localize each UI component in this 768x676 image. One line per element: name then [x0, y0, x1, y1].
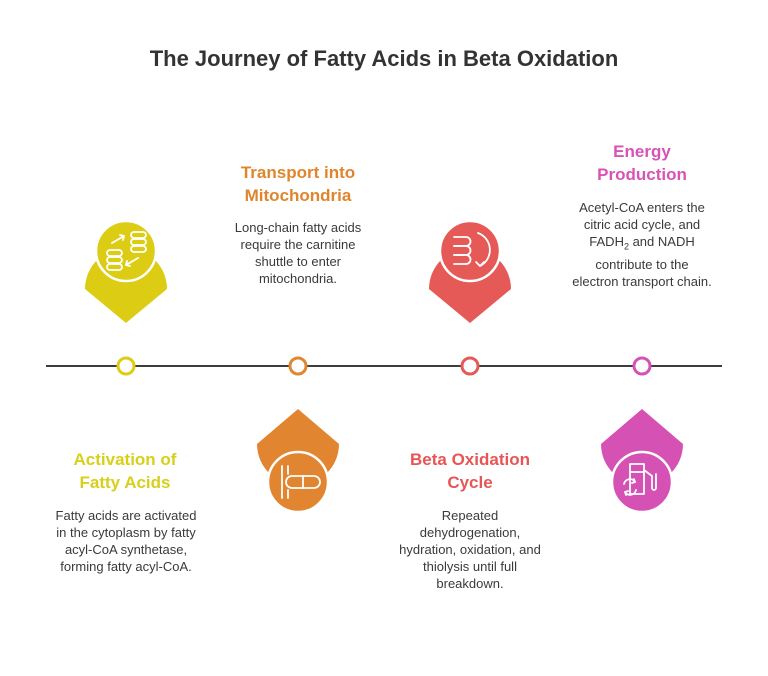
fadh-text: FADH [589, 234, 624, 249]
desc-line: acyl-CoA synthetase, [64, 542, 188, 557]
desc-line: Fatty acids are activated [55, 508, 197, 523]
step-activation-description: Fatty acids are activated in the cytopla… [36, 507, 216, 575]
desc-line: in the cytoplasm by fatty [56, 525, 196, 540]
step-energy-title-line1: Energy [613, 142, 671, 161]
pin-transport [257, 409, 339, 514]
step-energy-description: Acetyl-CoA enters the citric acid cycle,… [550, 199, 734, 290]
step-energy-title: Energy Production [570, 140, 714, 186]
desc-line: require the carnitine [240, 237, 356, 252]
step-transport-title-line1: Transport into [240, 163, 356, 182]
node-activation [116, 356, 136, 376]
pin-activation [85, 219, 167, 323]
step-activation-title-line1: Activation of [73, 450, 177, 469]
desc-line: citric acid cycle, and [583, 217, 701, 232]
cycle-layers-icon [453, 232, 491, 267]
desc-line: dehydrogenation, [419, 525, 521, 540]
step-transport-description: Long-chain fatty acids require the carni… [208, 219, 388, 287]
desc-line: Long-chain fatty acids [234, 220, 362, 235]
desc-line: Acetyl-CoA enters the [579, 200, 705, 215]
step-activation-title-line2: Fatty Acids [79, 473, 171, 492]
desc-line-fadh: FADH2 and NADH [550, 233, 734, 256]
node-beta-cycle [460, 356, 480, 376]
page-title: The Journey of Fatty Acids in Beta Oxida… [149, 46, 619, 71]
node-transport [288, 356, 308, 376]
step-beta-cycle-title-line1: Beta Oxidation [410, 450, 530, 469]
desc-line: forming fatty acyl-CoA. [60, 559, 192, 574]
desc-line: shuttle to enter [255, 254, 341, 269]
step-activation-title: Activation of Fatty Acids [50, 448, 200, 494]
database-transfer-icon [106, 231, 147, 271]
pin-beta-cycle [429, 219, 511, 323]
desc-line: hydration, oxidation, and [399, 542, 541, 557]
desc-line: thiolysis until full [423, 559, 517, 574]
node-energy [632, 356, 652, 376]
fuel-pump-recycle-icon [623, 463, 657, 496]
step-transport-title-line2: Mitochondria [244, 186, 352, 205]
nadh-text: and NADH [628, 234, 695, 249]
fadh-subscript: 2 [623, 241, 629, 252]
step-beta-cycle-title-line2: Cycle [447, 473, 493, 492]
step-beta-cycle-description: Repeated dehydrogenation, hydration, oxi… [378, 507, 562, 592]
transport-capsule-icon [281, 465, 321, 499]
desc-line: Repeated [441, 508, 499, 523]
step-beta-cycle-title: Beta Oxidation Cycle [390, 448, 550, 494]
desc-line: breakdown. [436, 576, 504, 591]
desc-line: mitochondria. [258, 271, 338, 286]
desc-line: electron transport chain. [572, 273, 712, 289]
step-energy-title-line2: Production [597, 165, 687, 184]
step-transport-title: Transport into Mitochondria [220, 161, 376, 207]
desc-line: contribute to the [595, 256, 689, 272]
pin-energy [601, 409, 683, 514]
